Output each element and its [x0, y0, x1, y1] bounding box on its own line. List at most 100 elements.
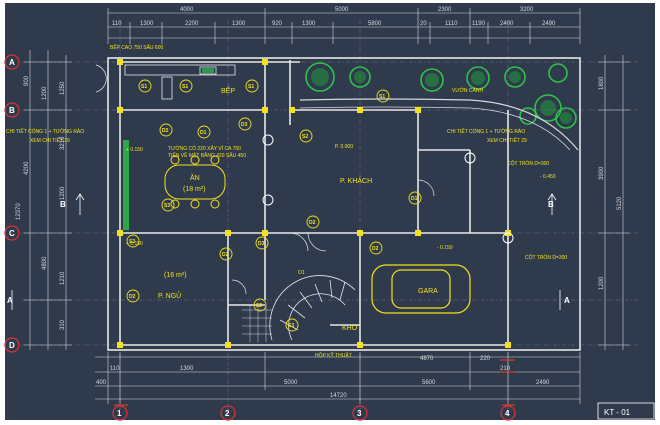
tree-8: [555, 107, 577, 129]
axis-bubble-col-4: [500, 405, 516, 421]
section-label-a-left: A: [7, 296, 13, 305]
room-label-an-area: (18 m²): [183, 186, 206, 193]
axis-bubbles: [4, 54, 516, 421]
tree-7: [534, 94, 562, 122]
dim-left-3: 4200: [24, 161, 30, 175]
left-dimension-lines: [24, 50, 72, 350]
room-label-gara: GARA: [418, 288, 438, 295]
note-level-gara: - 0.150: [437, 245, 453, 251]
dim-right-4: 5120: [617, 196, 623, 210]
tree-5: [504, 66, 526, 88]
note-tien-ban: TIẾN VỀ MẶT BẰNG 420 SÂU 450: [168, 151, 246, 159]
hedge-strip: [123, 140, 129, 230]
tag-13: D2: [129, 294, 136, 300]
dim-top-outer-1: 4000: [180, 7, 194, 13]
tag-16: D2: [309, 220, 316, 226]
note-xem-chi-tiet-1: XEM CHI TIẾT 29: [30, 137, 70, 144]
garden-tree-fill: [311, 68, 572, 124]
dim-top-outer-3: 2300: [438, 7, 452, 13]
dim-left-total: 12370: [16, 203, 22, 220]
round-column-4: [262, 134, 274, 146]
axis-bubble-row-b: [4, 102, 20, 118]
axis-label-a: A: [9, 58, 15, 67]
dim-bottom-5: 220: [480, 356, 491, 362]
round-columns: [262, 134, 514, 244]
note-tuong-dim: TƯỜNG CÓ 220 XÂY VÍ CA 750: [168, 145, 241, 152]
axis-bubble-col-3: [352, 405, 368, 421]
dim-left-1: 900: [24, 75, 30, 86]
note-chi-tiet-1: CHI TIẾT CỔNG 1 + TƯỜNG RÀO: [6, 128, 84, 135]
axis-label-4: 4: [505, 409, 510, 418]
spiral-stair: [269, 275, 356, 341]
dim-bottom-6: 2490: [536, 380, 550, 386]
tree-6: [548, 63, 568, 83]
dim-top-inner-5: 920: [272, 21, 283, 27]
car: [371, 264, 471, 314]
axis-label-2: 2: [225, 409, 230, 418]
sink: [202, 68, 214, 73]
dim-top-inner-12: 2490: [542, 21, 556, 27]
dim-top-inner-10: 1190: [472, 21, 486, 27]
section-markers: [11, 193, 561, 310]
dim-top-inner-9: 1110: [445, 21, 458, 27]
garden-path-curve-2: [299, 106, 571, 151]
axis-label-c: C: [9, 229, 15, 238]
section-label-b-left: B: [60, 200, 66, 209]
axis-bubble-row-d: [4, 337, 20, 353]
dim-left-9: 1200: [60, 186, 66, 200]
tree-2: [349, 66, 371, 88]
dim-top-inner-1: 110: [112, 21, 122, 27]
columns: [117, 59, 511, 348]
dim-bottom-1: 400: [96, 380, 107, 386]
axis-label-3: 3: [357, 409, 362, 418]
dim-top-inner-7: 5800: [368, 21, 382, 27]
note-level-top: + 0.150: [126, 147, 143, 153]
red-accents: [114, 359, 515, 406]
tag-circles: [126, 79, 422, 332]
tag-8: S1: [379, 94, 385, 100]
dim-top-outer-2: 5000: [335, 7, 349, 13]
dim-total: 14720: [330, 393, 347, 399]
bottom-dimension-lines: [95, 352, 581, 404]
room-label-p-ngu: P. NGỦ: [158, 291, 181, 300]
axis-bubble-col-2: [220, 405, 236, 421]
dim-left-6: 1210: [60, 271, 66, 285]
tree-4: [466, 66, 490, 90]
dim-right-1: 1800: [599, 76, 605, 90]
dim-left-4: 3210: [60, 136, 66, 150]
note-cot-tron-1: CỘT TRÒN D=300: [507, 160, 549, 167]
round-column-3: [262, 194, 274, 206]
tag-11: D2: [372, 246, 379, 252]
dim-right-3: 1200: [599, 276, 605, 290]
round-column-2: [502, 232, 514, 244]
tree-3: [420, 68, 444, 92]
dim-top-inner-6: 1300: [302, 21, 316, 27]
walls: [107, 57, 581, 351]
dim-bottom2-1: 1300: [180, 366, 194, 372]
room-label-p-ngu-area: (16 m²): [164, 272, 187, 279]
note-level-right: - 0.450: [540, 174, 556, 180]
axis-label-b: B: [9, 106, 15, 115]
tag-14: D1: [411, 196, 418, 202]
sheet-code: KT - 01: [604, 408, 631, 417]
dim-bottom-4: 4870: [420, 356, 434, 362]
section-label-a-right: A: [564, 296, 570, 305]
room-label-kho: KHO: [342, 325, 358, 332]
axis-label-d: D: [9, 341, 15, 350]
dim-top-inner-3: 2200: [185, 21, 199, 27]
room-label-vuon-canh: VƯỜN CẢNH: [452, 87, 483, 94]
top-dimension-lines: [107, 8, 581, 44]
room-label-bep: BẾP: [221, 85, 235, 95]
dim-top-outer-4: 3200: [520, 7, 534, 13]
note-door-o1: O1: [298, 270, 305, 276]
axis-bubble-row-a: [4, 54, 20, 70]
note-level-p-khach: P. 0.000: [335, 144, 353, 150]
dim-left-5: 4800: [42, 256, 48, 270]
tag-2: S1: [182, 84, 188, 90]
tag-10: D2: [222, 252, 229, 258]
dim-top-inner-4: 1300: [232, 21, 246, 27]
tag-1: S1: [141, 84, 147, 90]
dim-right-2: 3900: [599, 166, 605, 180]
dim-bottom2-2: 5600: [422, 380, 436, 386]
outer-boundary: [107, 57, 581, 351]
